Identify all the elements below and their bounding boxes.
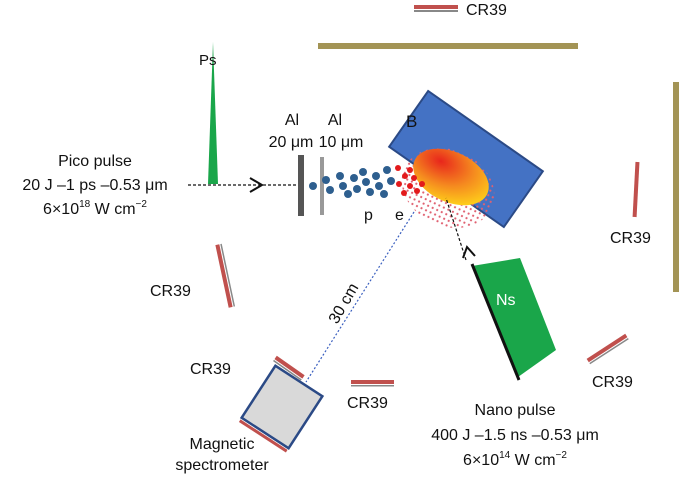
pico-pulse-title: Pico pulse: [58, 153, 132, 170]
nano-pulse-title: Nano pulse: [475, 402, 556, 419]
pico-pulse-params: 20 J –1 ps –0.53 μm: [22, 177, 167, 194]
nano-pulse-edge: [470, 263, 521, 381]
electron-label: e: [395, 207, 404, 224]
nano-beam-arrow-head: [462, 245, 476, 259]
al-foil-20um-name: Al: [285, 112, 299, 129]
ns-label: Ns: [496, 292, 516, 309]
cr39-left-label: CR39: [150, 283, 191, 300]
cr39-bottom-right-label: CR39: [592, 374, 633, 391]
al-foil-20um: [298, 155, 304, 216]
pico-pulse-spike: [208, 42, 218, 184]
cr39-right-label: CR39: [610, 230, 651, 247]
magnetic-spectrometer: [238, 364, 325, 453]
ps-label: Ps: [199, 52, 217, 69]
cr39-detector-bottom-right: [586, 333, 629, 365]
cr39-detector-left: [215, 243, 236, 308]
cr39-detector-right: [632, 161, 640, 218]
nano-pulse-intensity: 6×1014 W cm−2: [463, 450, 567, 469]
spectrometer-label-line1: Magnetic: [190, 436, 255, 453]
electron-dots: [395, 165, 425, 196]
cr39-bottom-label: CR39: [347, 395, 388, 412]
cr39-lower-left-label: CR39: [190, 361, 231, 378]
distance-label: 30 cm: [326, 281, 363, 327]
cr39-top-label: CR39: [466, 2, 507, 19]
cr39-detector-top: [414, 5, 458, 12]
proton-label: p: [364, 207, 373, 224]
spectrometer-label-line2: spectrometer: [175, 457, 269, 474]
cr39-detector-lower-left: [273, 355, 305, 381]
pico-beam-arrow-head: [249, 177, 264, 193]
nano-beam-line: [445, 197, 467, 261]
pico-pulse-intensity: 6×1018 W cm−2: [43, 199, 147, 218]
spectrometer-sight-line: [305, 211, 415, 383]
al-foil-10um-thickness: 10 μm: [319, 134, 364, 151]
shield-bar-right: [673, 82, 679, 292]
shield-bar-top: [318, 43, 578, 49]
plasma-hot-spot: [413, 148, 489, 206]
al-foil-10um: [320, 157, 324, 215]
boron-label: B: [406, 112, 417, 131]
nano-pulse-beam: [472, 258, 556, 377]
al-foil-20um-thickness: 20 μm: [269, 134, 314, 151]
cr39-detector-bottom: [351, 380, 394, 387]
nano-pulse-params: 400 J –1.5 ns –0.53 μm: [431, 427, 599, 444]
al-foil-10um-name: Al: [328, 112, 342, 129]
proton-dots: [309, 166, 395, 198]
